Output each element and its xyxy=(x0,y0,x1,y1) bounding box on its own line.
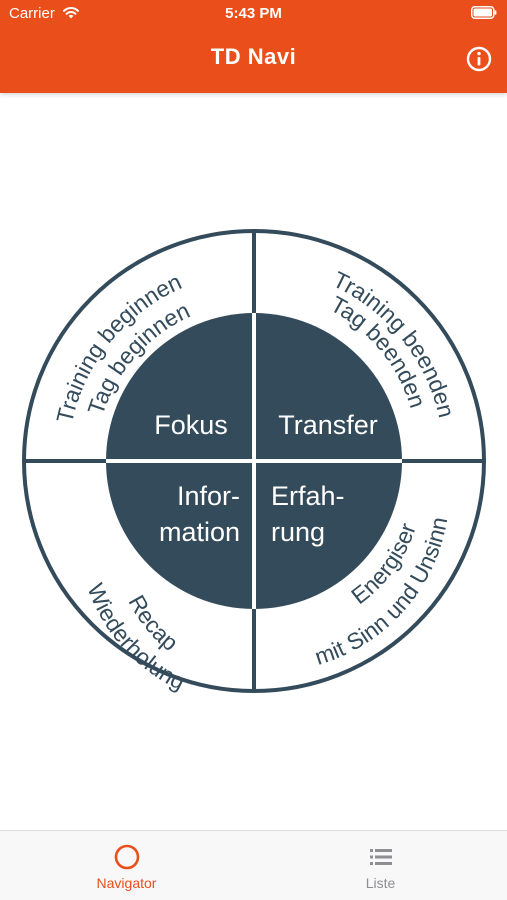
circle-icon xyxy=(114,844,139,870)
inner-segment-fokus-label: Fokus xyxy=(154,410,228,440)
navigator-wheel: Training beginnen Tag beginnen Training … xyxy=(22,229,486,695)
list-icon xyxy=(369,849,392,865)
tab-bar: Navigator Liste xyxy=(0,830,507,900)
status-bar: Carrier 5:43 PM xyxy=(0,0,507,28)
wifi-icon xyxy=(63,7,79,19)
inner-segment-transfer[interactable]: Transfer xyxy=(278,410,378,440)
status-time: 5:43 PM xyxy=(225,5,282,22)
inner-segment-information[interactable]: Infor- mation xyxy=(159,481,240,547)
inner-segment-transfer-label: Transfer xyxy=(278,410,378,440)
inner-circle xyxy=(106,313,402,609)
page-title: TD Navi xyxy=(210,44,297,69)
inner-segment-information-line1: Infor- xyxy=(177,481,240,511)
inner-segment-erfahrung-line2: rung xyxy=(271,517,325,547)
tab-navigator-label: Navigator xyxy=(96,875,157,891)
tab-liste[interactable]: Liste xyxy=(254,831,507,900)
navigator-view: Training beginnen Tag beginnen Training … xyxy=(0,93,507,830)
tab-navigator[interactable]: Navigator xyxy=(0,831,253,900)
info-circle-icon[interactable] xyxy=(465,45,493,73)
inner-segment-fokus[interactable]: Fokus xyxy=(154,410,228,440)
inner-segment-erfahrung-line1: Erfah- xyxy=(271,481,345,511)
tab-liste-label: Liste xyxy=(365,875,396,891)
inner-segment-erfahrung[interactable]: Erfah- rung xyxy=(271,481,345,547)
battery-icon xyxy=(471,6,497,19)
navigation-bar: Carrier 5:43 PM TD Navi xyxy=(0,0,507,93)
inner-segment-information-line2: mation xyxy=(159,517,240,547)
carrier-label: Carrier xyxy=(9,5,55,22)
